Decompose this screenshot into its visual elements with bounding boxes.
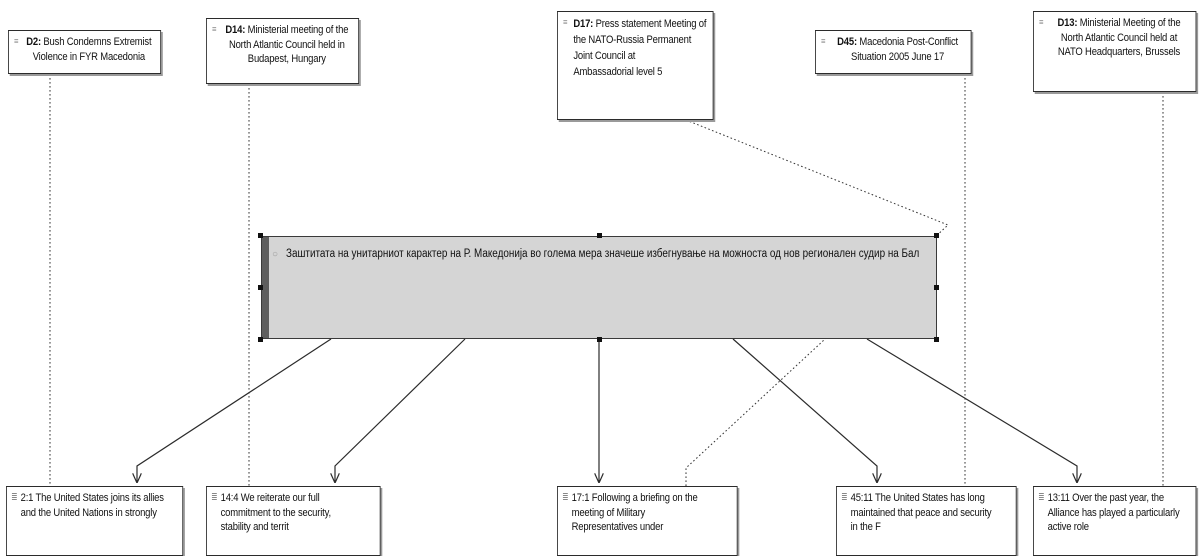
selection-handle-bottom-right[interactable] (934, 337, 939, 342)
document-icon (1038, 17, 1044, 27)
quotation-icon (1038, 492, 1044, 502)
quotation-node-17-1[interactable]: 17:1 Following a briefing on themeeting … (557, 486, 738, 556)
quotation-icon (841, 492, 847, 502)
quotation-node-2-1[interactable]: 2:1 The United States joins its alliesan… (6, 486, 184, 556)
memo-text: Заштитата на унитарниот карактер на Р. М… (286, 248, 920, 260)
memo-icon: ○ (272, 249, 279, 260)
quotation-icon (211, 492, 217, 502)
memo-node[interactable]: ○ Заштитата на унитарниот карактер на Р.… (261, 236, 937, 339)
quotation-node-45-11[interactable]: 45:11 The United States has longmaintain… (836, 486, 1017, 556)
document-icon (13, 36, 19, 46)
link-d17-q17 (685, 119, 949, 486)
quotation-icon (562, 492, 568, 502)
link-memo-q14 (335, 338, 466, 482)
document-icon (820, 36, 826, 46)
selection-handle-middle-right[interactable] (934, 285, 939, 290)
document-icon (562, 17, 568, 27)
selection-handle-bottom-left[interactable] (258, 337, 263, 342)
link-memo-q2 (137, 338, 332, 482)
link-memo-q13 (866, 338, 1077, 482)
selection-handle-top-left[interactable] (258, 233, 263, 238)
quotation-icon (11, 492, 17, 502)
memo-color-bar (262, 237, 269, 338)
selection-handle-top-center[interactable] (597, 233, 602, 238)
selection-handle-middle-left[interactable] (258, 285, 263, 290)
selection-handle-top-right[interactable] (934, 233, 939, 238)
link-memo-q45 (732, 338, 877, 482)
document-icon (211, 24, 217, 34)
selection-handle-bottom-center[interactable] (597, 337, 602, 342)
